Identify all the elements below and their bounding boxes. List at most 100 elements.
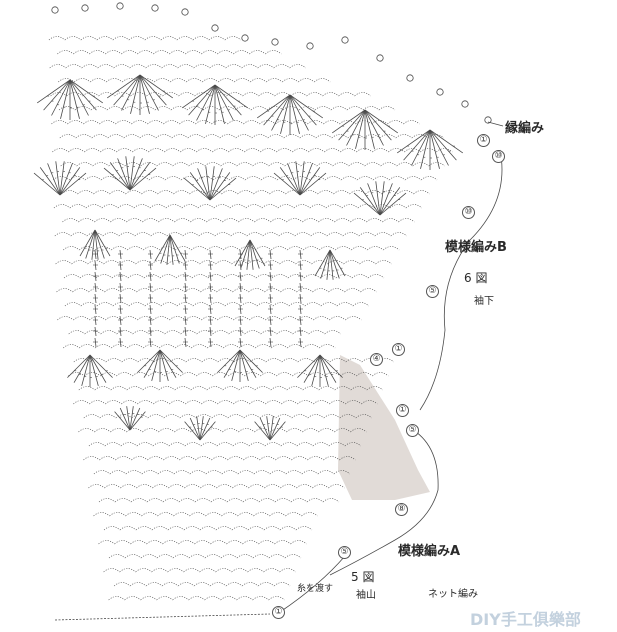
stitch-line xyxy=(346,109,366,146)
dc-stitch xyxy=(299,260,302,271)
chain-arch xyxy=(229,204,247,209)
chain-arch xyxy=(292,148,309,153)
dc-stitch xyxy=(239,304,242,315)
chain-arch xyxy=(194,540,211,545)
chain-arch xyxy=(286,428,303,433)
chain-arch xyxy=(260,148,277,153)
chain-arch xyxy=(221,190,238,195)
stitch-line xyxy=(303,354,321,383)
chain-arch xyxy=(261,204,279,209)
chain-arch xyxy=(75,134,92,139)
chain-arch xyxy=(120,484,137,489)
chain-arch xyxy=(273,64,290,69)
chain-arch xyxy=(189,190,206,195)
chain-arch xyxy=(281,316,298,321)
chain-arch xyxy=(389,204,407,209)
chain-arch xyxy=(174,428,191,433)
stitch-line xyxy=(36,79,71,104)
chain-arch xyxy=(101,204,119,209)
chain-arch xyxy=(286,218,303,223)
chain-arch xyxy=(148,372,165,377)
dc-stitch xyxy=(184,282,187,293)
chain-arch xyxy=(108,554,126,559)
chain-arch xyxy=(190,218,207,223)
chain-arch xyxy=(270,386,287,391)
stitch-line xyxy=(249,239,260,269)
chain-arch xyxy=(348,162,365,167)
chain-arch xyxy=(109,190,126,195)
chain-arch xyxy=(104,288,121,293)
chain-arch xyxy=(250,78,267,83)
chain-arch xyxy=(350,386,367,391)
chain-arch xyxy=(227,120,244,125)
chain-arch xyxy=(168,484,185,489)
chain-arch xyxy=(266,106,284,111)
picot xyxy=(436,88,444,96)
chain-arch xyxy=(206,428,223,433)
stitch-line xyxy=(94,229,105,259)
chain-arch xyxy=(216,442,234,447)
chain-arch xyxy=(200,288,217,293)
chain-arch xyxy=(119,568,136,573)
chain-arch xyxy=(214,232,231,237)
chain-arch xyxy=(388,176,406,181)
chain-arch xyxy=(302,218,319,223)
chain-arch xyxy=(196,330,213,335)
chain-arch xyxy=(354,92,371,97)
chain-arch xyxy=(143,344,160,349)
chain-arch xyxy=(146,92,163,97)
chain-arch xyxy=(174,386,191,391)
figure-6-subtitle: 袖下 xyxy=(474,296,494,307)
chain-arch xyxy=(373,204,391,209)
chain-arch xyxy=(329,316,346,321)
chain-arch xyxy=(342,232,359,237)
stitch-line xyxy=(217,349,241,373)
chain-arch xyxy=(160,36,178,41)
stitch-line xyxy=(367,183,381,216)
chain-arch xyxy=(226,540,243,545)
chain-arch xyxy=(274,92,291,97)
chain-arch xyxy=(350,428,367,433)
chain-arch xyxy=(71,260,88,265)
chain-arch xyxy=(343,260,360,265)
stitch-line xyxy=(199,421,216,441)
chain-arch xyxy=(205,512,222,517)
chain-arch xyxy=(68,330,85,335)
chain-arch xyxy=(98,92,115,97)
chain-arch xyxy=(403,120,420,125)
picot xyxy=(461,100,469,108)
dc-stitch xyxy=(209,249,212,260)
chain-arch xyxy=(272,302,290,307)
chain-arch xyxy=(268,596,285,601)
stitch-line xyxy=(196,416,201,441)
chain-arch xyxy=(163,414,180,419)
chain-arch xyxy=(275,456,292,461)
chain-arch xyxy=(316,162,333,167)
chain-arch xyxy=(312,288,329,293)
dc-stitch xyxy=(184,315,187,326)
chain-arch xyxy=(297,316,314,321)
chain-arch xyxy=(186,106,204,111)
stitch-line xyxy=(94,229,111,257)
chain-arch xyxy=(345,400,362,405)
chain-arch xyxy=(148,148,165,153)
chain-arch xyxy=(165,204,183,209)
chain-arch xyxy=(164,148,181,153)
stitch-line xyxy=(214,84,242,116)
chain-arch xyxy=(100,176,118,181)
chain-arch xyxy=(227,414,244,419)
chain-arch xyxy=(340,148,357,153)
brace-figure-6 xyxy=(419,149,503,411)
chain-arch xyxy=(136,442,154,447)
chain-arch xyxy=(140,596,157,601)
chain-arch xyxy=(121,358,138,363)
chain-arch xyxy=(228,330,245,335)
chain-arch xyxy=(297,358,314,363)
chain-arch xyxy=(146,540,163,545)
chain-arch xyxy=(89,50,106,55)
chain-arch xyxy=(237,512,254,517)
chain-arch xyxy=(319,344,336,349)
shaded-region xyxy=(338,355,430,500)
chain-arch xyxy=(249,316,266,321)
dc-stitch xyxy=(119,315,122,326)
